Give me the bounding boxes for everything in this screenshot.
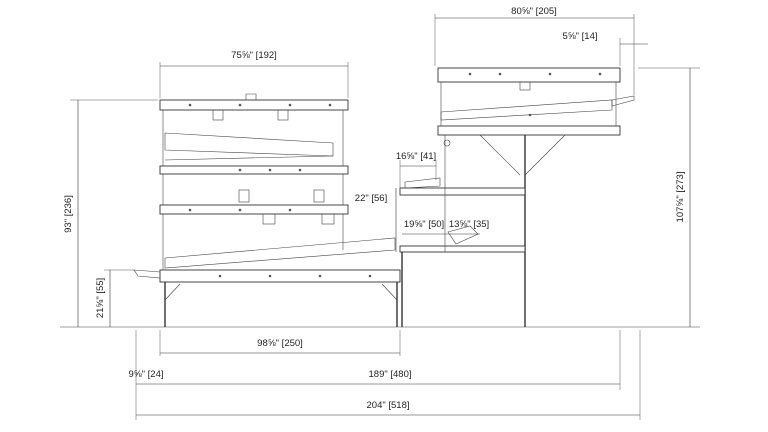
bolt — [268, 274, 272, 278]
left-top-handle — [245, 93, 257, 100]
dim-leg-height: 21⅝" [55] — [95, 278, 106, 318]
step-platform-upper — [399, 187, 526, 196]
bolt — [368, 274, 372, 278]
dim-left-offset: 9⅝" [24] — [128, 369, 163, 380]
step-platform-lower — [399, 245, 526, 253]
dim-left-height: 93" [236] — [63, 195, 74, 233]
dim-platform-width-b: 13⅝" [35] — [449, 219, 489, 230]
dim-top-left-width: 75⅝" [192] — [231, 50, 277, 61]
left-upper-tray-edge — [164, 155, 334, 161]
bolt — [238, 168, 242, 172]
bolt — [318, 274, 322, 278]
dim-right-offset: 5⅝" [14] — [562, 31, 597, 42]
left-clip-2 — [277, 109, 289, 121]
left-lower-tray — [164, 237, 396, 269]
bolt — [468, 72, 472, 76]
left-top-beam — [159, 99, 349, 111]
bolt — [548, 72, 552, 76]
dim-lower-width: 98⅝" [250] — [257, 338, 303, 349]
bolt — [188, 208, 192, 212]
left-mid-shelf — [159, 165, 349, 175]
bolt — [268, 168, 272, 172]
right-clip-1 — [519, 81, 531, 91]
bolt — [528, 113, 532, 117]
bolt — [288, 208, 292, 212]
left-feeder-flap — [133, 269, 161, 279]
left-upper-tray — [164, 132, 334, 157]
left-leg-brace-a — [164, 283, 181, 301]
left-base-deck — [159, 269, 401, 283]
dimensions: 75⅝" [192] 80⅝" [205] 5⅝" [14] 93" [236]… — [63, 6, 700, 420]
bolt — [288, 103, 292, 107]
dim-right-height: 107⅝" [273] — [675, 172, 686, 223]
left-clip-6 — [313, 189, 325, 203]
dim-step-width: 16⅝" [41] — [396, 151, 436, 162]
step-small-tray — [404, 177, 441, 189]
bolt — [498, 72, 502, 76]
right-diagonal-brace-2 — [479, 134, 521, 176]
right-unit — [399, 67, 635, 327]
right-upper-flap — [611, 95, 635, 107]
left-leg-brace-b — [381, 283, 398, 301]
dim-overall-width: 204" [518] — [367, 400, 410, 411]
right-diagonal-brace — [524, 134, 566, 176]
bolt — [188, 103, 192, 107]
left-clip-4 — [321, 213, 335, 225]
bolt — [218, 274, 222, 278]
dim-top-right-width: 80⅝" [205] — [511, 6, 557, 17]
bolt — [298, 168, 302, 172]
right-upper-tray — [440, 99, 613, 121]
bolt — [598, 72, 602, 76]
bolt — [328, 103, 332, 107]
right-upper-deck — [437, 125, 621, 136]
dim-step-height: 22" [56] — [355, 193, 387, 204]
right-top-beam — [437, 67, 621, 83]
dim-mid-width: 189" [480] — [369, 369, 412, 380]
left-clip-3 — [262, 213, 276, 225]
bolt — [238, 208, 242, 212]
left-clip-1 — [212, 109, 224, 121]
step-bolt-ring — [443, 139, 451, 147]
left-clip-5 — [238, 189, 250, 203]
left-second-shelf — [159, 204, 349, 215]
left-unit — [133, 93, 401, 327]
bolt — [238, 103, 242, 107]
dim-platform-width-a: 19⅝" [50] — [404, 219, 444, 230]
